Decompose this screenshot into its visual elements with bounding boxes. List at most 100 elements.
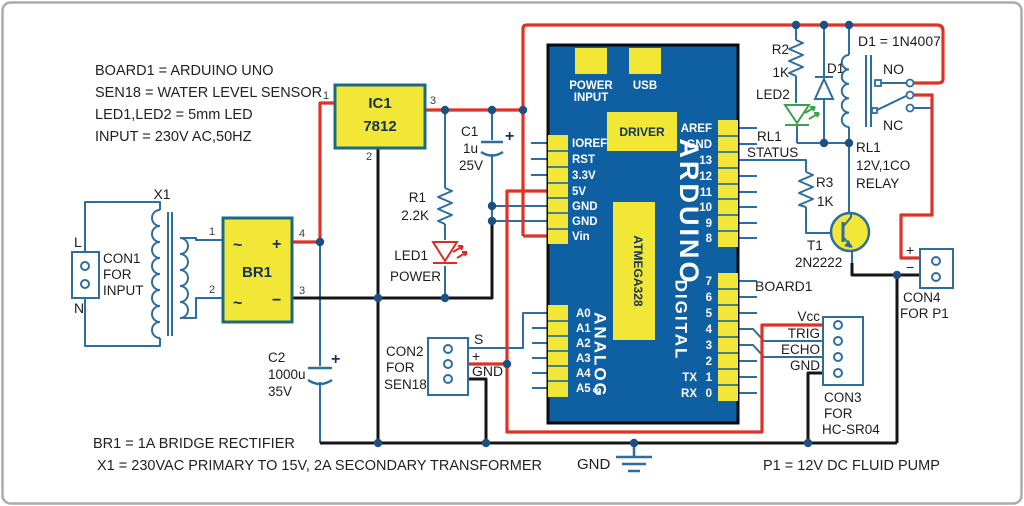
con4-pin [931, 256, 941, 266]
relay-pivot [871, 107, 878, 114]
pin-a5: A5 [576, 383, 591, 395]
relay-arm-icon [876, 95, 907, 111]
relay-rl1: NO NC RL1 12V,1CO RELAY [840, 54, 915, 191]
con1-name: CON1 [103, 251, 141, 266]
digital-pin-header-upper [718, 120, 738, 247]
x1-ref: X1 [153, 186, 170, 202]
pump-connector-con4: + − CON4 FOR P1 [900, 242, 954, 321]
c1-volt: 25V [459, 158, 483, 173]
con2-s-label: S [474, 331, 483, 347]
pin-vin: Vin [572, 231, 590, 243]
con3-gnd-label: GND [790, 358, 820, 373]
led2-icon [783, 104, 811, 126]
con3-pin [833, 352, 843, 362]
legend-line: BR1 = 1A BRIDGE RECTIFIER [93, 436, 295, 452]
pin-a3: A3 [576, 353, 591, 365]
ic1-ref: IC1 [368, 95, 391, 112]
pin-a1: A1 [576, 323, 591, 335]
pin-1: 1 [706, 372, 713, 384]
r2-ref: R2 [772, 42, 789, 57]
pin-a0: A0 [576, 308, 591, 320]
pin-9: 9 [706, 218, 712, 230]
resistor-r1-icon [437, 187, 453, 225]
relay-status-caption1: RL1 [757, 129, 782, 144]
br1-pin1-label: 1 [209, 226, 215, 238]
c1-value: 1u [463, 141, 478, 156]
t1-emitter-arrow [844, 240, 852, 248]
pin-ioref: IOREF [572, 138, 607, 150]
transformer-secondary-coil-icon [179, 237, 189, 319]
br1-pin3-label: 3 [299, 285, 305, 297]
pin-5v: 5V [572, 186, 586, 198]
sensor-connector-con2: S + GND CON2 FOR SEN18 [384, 331, 503, 396]
relay-no-label: NO [883, 61, 904, 77]
transistor-t1: T1 2N2222 [795, 211, 871, 270]
junction-dots [315, 20, 902, 448]
red-wires [292, 23, 945, 434]
con3-pin [833, 336, 843, 346]
br1-pin4-label: 4 [299, 228, 305, 240]
board1-ref-label: BOARD1 [755, 278, 813, 294]
con4-plus: + [906, 242, 914, 258]
voltage-regulator-ic1: IC1 7812 1 2 3 [323, 83, 436, 163]
c2-ref: C2 [268, 350, 285, 365]
legend-bottom: BR1 = 1A BRIDGE RECTIFIER X1 = 230VAC PR… [93, 436, 940, 474]
br1-plus: + [272, 236, 281, 253]
ic1-pin3-label: 3 [430, 95, 436, 107]
atmega328-chip [613, 202, 655, 340]
c2-volt: 35V [268, 384, 292, 399]
con3-echo-label: ECHO [781, 342, 820, 357]
con2-pin [443, 344, 453, 354]
con3-trig-label: TRIG [788, 326, 820, 341]
con4-name: CON4 [903, 290, 941, 305]
pin-2: 2 [706, 356, 712, 368]
relay-spec: 12V,1CO [856, 158, 910, 173]
pin-5: 5 [706, 308, 713, 320]
relay-coil-icon [840, 54, 850, 128]
con2-pin [443, 359, 453, 369]
con4-minus: − [906, 259, 914, 275]
pin-gnd2: GND [572, 216, 598, 228]
ground-symbol: GND [577, 443, 652, 473]
relay-status-caption2: STATUS [747, 145, 798, 160]
ic1-pin2-label: 2 [366, 151, 372, 163]
power-input-label1: POWER [569, 80, 613, 92]
arduino-logo-icon: ∞ [593, 383, 602, 397]
digital-section-label: DIGITAL [672, 280, 691, 361]
pin-4: 4 [706, 324, 713, 336]
resistor-symbols [437, 39, 814, 225]
c1-plate-negative [480, 150, 504, 157]
arduino-brand-label: ARDUINO [674, 139, 704, 286]
br1-minus: − [272, 292, 281, 309]
con2-target: SEN18 [384, 377, 427, 392]
pin-a4: A4 [576, 368, 591, 380]
pin-rst: RST [572, 154, 595, 166]
con4-for: FOR P1 [900, 306, 949, 321]
con1-live-label: L [74, 234, 82, 250]
led1-power-indicator: LED1 POWER [390, 241, 468, 284]
pin-8: 8 [706, 233, 713, 245]
relay-ref: RL1 [856, 140, 881, 155]
ic1-pin1-label: 1 [323, 90, 329, 102]
relay-nc-label: NC [883, 117, 903, 133]
legend-line: BOARD1 = ARDUINO UNO [95, 63, 273, 79]
d1-ref: D1 [827, 61, 844, 76]
con1-pin [80, 261, 90, 271]
br1-ac2: ~ [233, 295, 242, 312]
con1-pin [80, 279, 90, 289]
capacitor-c1: + C1 1u 25V [459, 124, 514, 173]
con2-name: CON2 [386, 344, 424, 359]
pin-rx-label: RX [681, 388, 697, 400]
resistor-r3-icon [798, 171, 814, 208]
usb-label: USB [633, 80, 657, 92]
pin-13: 13 [699, 155, 712, 167]
driver-chip [607, 112, 677, 151]
led1-icon [431, 241, 459, 264]
br1-ref: BR1 [242, 264, 272, 281]
con2-for: FOR [386, 360, 415, 375]
pin-gnd-d: GND [686, 139, 712, 151]
power-input-label2: INPUT [574, 92, 609, 104]
ic1-part: 7812 [363, 118, 396, 135]
c1-plus: + [505, 128, 514, 145]
